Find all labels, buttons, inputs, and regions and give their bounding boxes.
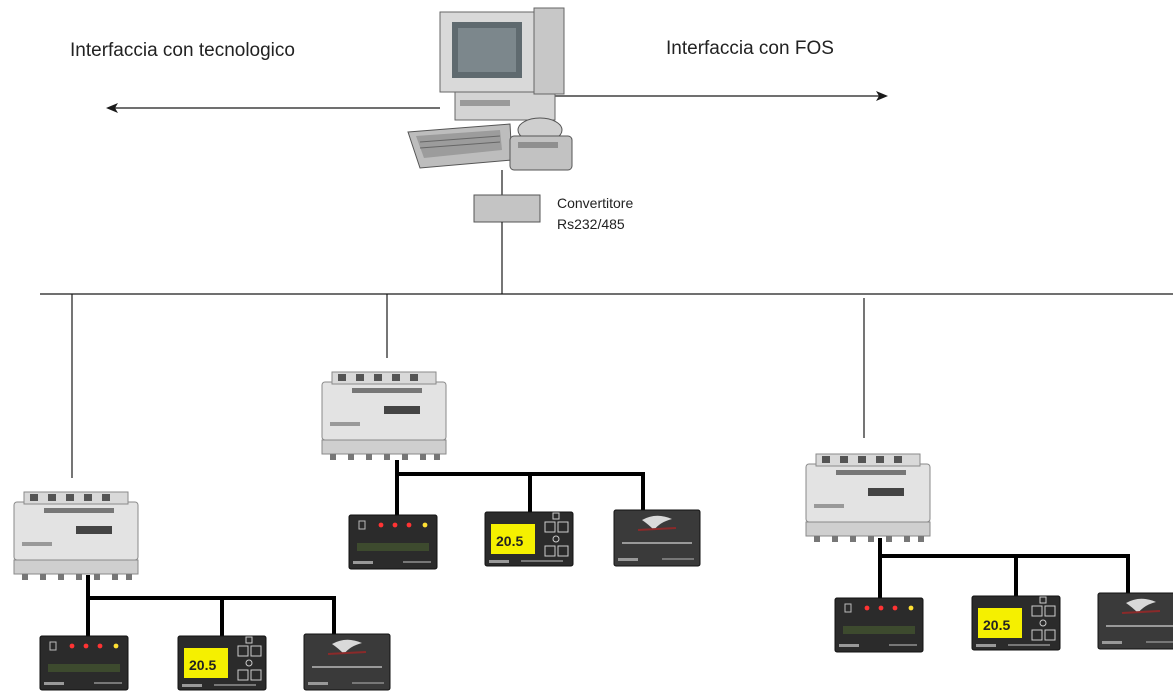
controller-right (805, 453, 931, 543)
field-bus-left (86, 575, 336, 636)
logo-panel-left (303, 633, 391, 691)
thermostat-display-right: 20.5 (983, 617, 1010, 633)
controller-left (13, 491, 139, 581)
converter-box (473, 194, 541, 223)
right-interface-label: Interfaccia con FOS (666, 38, 834, 59)
converter-label-line1: Convertitore (557, 195, 633, 211)
led-panel-right (834, 597, 924, 653)
left-interface-label: Interfaccia con tecnologico (70, 40, 295, 61)
logo-panel-right (1097, 592, 1173, 650)
thermostat-display-left: 20.5 (189, 657, 216, 673)
field-bus-center (395, 460, 645, 515)
field-bus-right (878, 538, 1130, 598)
led-panel-left (39, 635, 129, 691)
workstation-icon (407, 7, 573, 171)
logo-panel-center (613, 509, 701, 567)
thermostat-display-center: 20.5 (496, 533, 523, 549)
led-panel-center (348, 514, 438, 570)
controller-center (321, 371, 447, 461)
converter-label-line2: Rs232/485 (557, 216, 625, 232)
